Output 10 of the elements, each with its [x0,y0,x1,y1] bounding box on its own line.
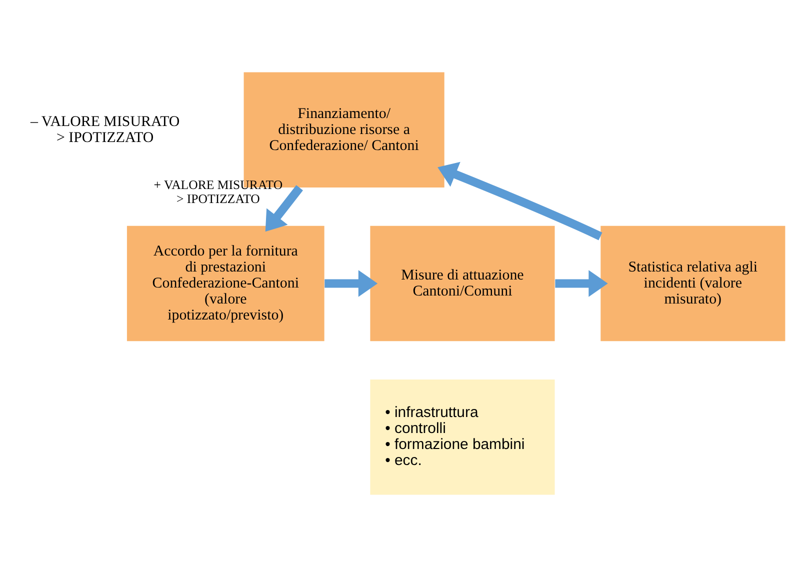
arrow [555,270,608,297]
node-box: Accordo per la fornitura di prestazioni Confederazione-Cantoni (valore ipotizzato/previsto) [126,226,324,342]
node-box: • infrastruttura • controlli • formazione bambini • ecc. [370,380,555,495]
arrow [324,270,378,297]
edge-label: + VALORE MISURATO > IPOTIZZATO [154,178,283,206]
label: – VALORE MISURATO > IPOTIZZATO [30,114,180,146]
arrow [438,162,602,240]
node-box: Misure di attuazione Cantoni/Comuni [370,226,555,342]
arrow [265,185,303,232]
node-box: Statistica relativa agli incidenti (valore misurato) [600,226,786,342]
